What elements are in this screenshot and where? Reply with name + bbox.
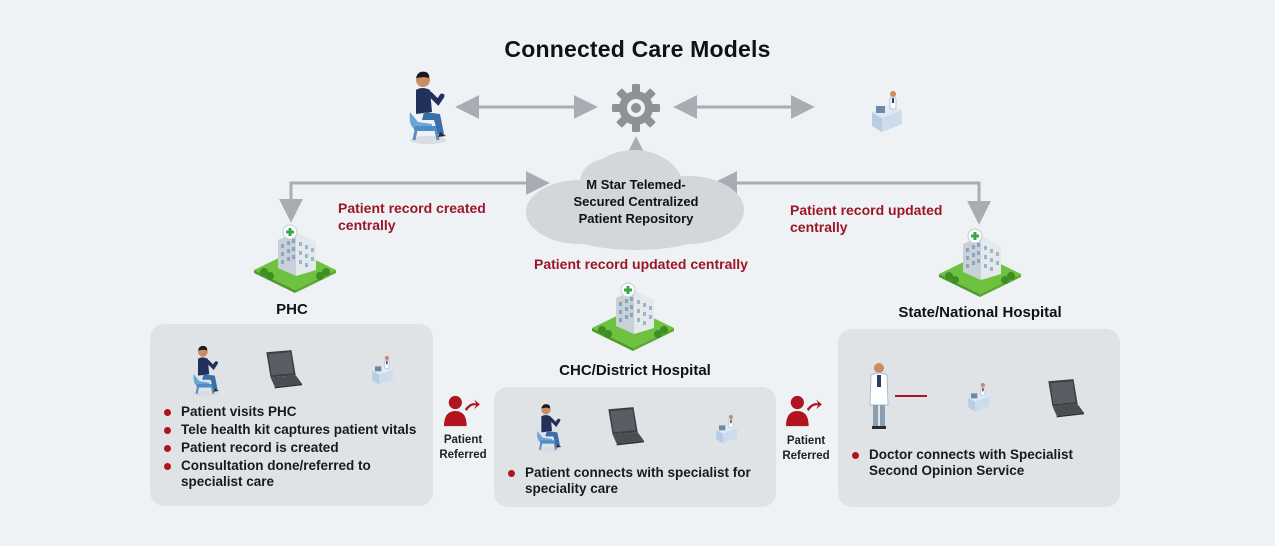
patient-referred-icon	[442, 394, 480, 428]
chc-panel: Patient connects with specialist for spe…	[494, 387, 776, 507]
state-record-label-line1: Patient record updated	[790, 202, 943, 218]
phc-panel: Patient visits PHC Tele health kit captu…	[150, 324, 433, 506]
doctor-desk-icon	[964, 379, 992, 419]
cloud-line3: Patient Repository	[578, 211, 694, 226]
doctor-desk-icon	[712, 411, 740, 451]
referred-label-2: Patient Referred	[776, 434, 836, 464]
connection-line	[895, 395, 927, 397]
gear-icon	[612, 84, 660, 132]
chc-bullets: Patient connects with specialist for spe…	[508, 465, 768, 499]
phc-hospital-icon	[250, 224, 340, 294]
patient-seated-icon	[528, 399, 568, 455]
referred-label-line1: Patient	[786, 435, 826, 447]
referred-label-line1: Patient	[443, 434, 483, 446]
laptop-icon	[602, 405, 644, 447]
state-bullets: Doctor connects with Specialist Second O…	[852, 447, 1112, 481]
chc-title: CHC/District Hospital	[559, 362, 711, 379]
phc-title: PHC	[276, 301, 308, 318]
cloud-phc-arrow	[279, 171, 550, 223]
list-item: Consultation done/referred to specialist…	[164, 458, 424, 490]
state-panel: Doctor connects with Specialist Second O…	[838, 329, 1120, 507]
list-item: Patient connects with specialist for spe…	[508, 465, 768, 497]
list-item: Patient visits PHC	[164, 404, 424, 420]
referred-label-line2: Referred	[782, 450, 830, 462]
cloud-icon	[526, 150, 744, 250]
phc-record-label-line2: centrally	[338, 217, 396, 233]
cloud-line1: M Star Telemed-	[586, 177, 686, 192]
chc-hospital-icon	[588, 282, 678, 352]
phc-record-label-line1: Patient record created	[338, 200, 486, 216]
state-title: State/National Hospital	[898, 304, 1062, 321]
laptop-icon	[1042, 377, 1084, 419]
list-item: Patient record is created	[164, 440, 424, 456]
referred-label-line2: Referred	[439, 449, 487, 461]
cloud-label: M Star Telemed- Secured Centralized Pati…	[548, 176, 724, 227]
cloud-state-arrow	[713, 171, 991, 225]
state-record-label: Patient record updated centrally	[790, 202, 942, 236]
cloud-line2: Secured Centralized	[573, 194, 699, 209]
state-record-label-line2: centrally	[790, 219, 848, 235]
doctor-desk-icon	[368, 352, 396, 392]
referred-label-1: Patient Referred	[433, 433, 493, 463]
laptop-icon	[260, 348, 302, 390]
patient-referred-icon	[784, 394, 822, 428]
page-title: Connected Care Models	[504, 36, 771, 62]
phc-record-label: Patient record created centrally	[338, 200, 486, 234]
list-item: Tele health kit captures patient vitals	[164, 422, 424, 438]
patient-seated-icon	[184, 342, 226, 398]
list-item: Doctor connects with Specialist Second O…	[852, 447, 1112, 479]
state-hospital-icon	[935, 228, 1025, 298]
doctor-standing-icon	[869, 363, 889, 429]
phc-bullets: Patient visits PHC Tele health kit captu…	[164, 404, 424, 492]
chc-record-label: Patient record updated centrally	[534, 256, 748, 272]
